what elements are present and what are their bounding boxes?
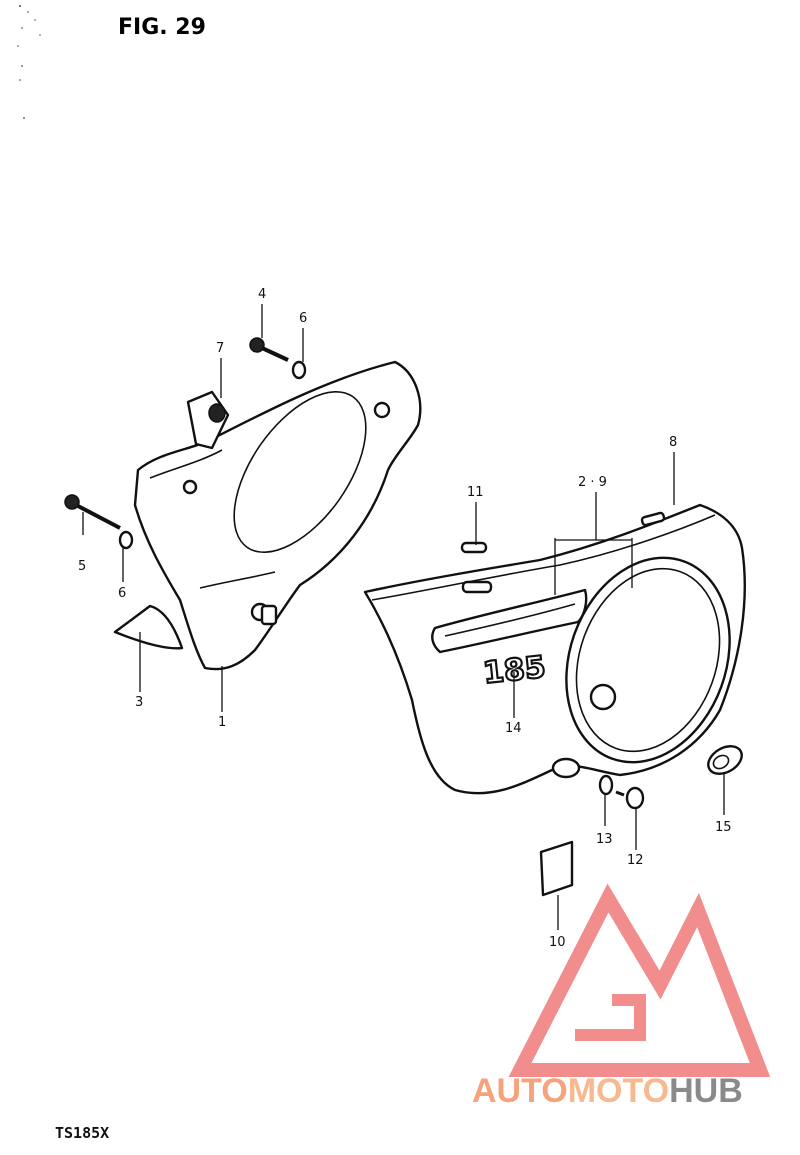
callout-10: 10 [549,935,566,950]
callout-6a: 6 [299,311,307,326]
washer-part-13 [598,774,614,796]
figure-title: FIG. 29 [118,15,206,40]
callout-11: 11 [467,485,484,500]
grommet-part-11 [460,541,488,554]
washer-part-6b [118,530,134,550]
callout-labels: 4 6 7 5 6 3 1 8 2 · 9 11 14 13 12 15 10 [78,287,732,950]
callout-15: 15 [715,820,732,835]
bolt-part-4 [249,337,289,362]
washer-part-6a [291,360,307,380]
callout-13: 13 [596,832,613,847]
callout-14: 14 [505,721,522,736]
callout-7: 7 [216,341,224,356]
bracket-part-3 [113,604,184,650]
leader-lines [82,304,725,930]
right-side-cover: 185 [363,503,746,795]
callout-4: 4 [258,287,266,302]
screw-part-12 [615,786,645,810]
scan-specks [17,5,41,119]
callout-5: 5 [78,559,86,574]
left-frame-cover [133,360,422,671]
watermark-text: AUTOMOTOHUB [472,1072,743,1110]
callout-2-9: 2 · 9 [578,475,607,490]
callout-1: 1 [218,715,226,730]
callout-3: 3 [135,695,143,710]
callout-6b: 6 [118,586,126,601]
watermark-logo-icon [508,883,771,1077]
callout-8: 8 [669,435,677,450]
nut-part-7 [186,390,230,450]
callout-12: 12 [627,853,644,868]
watermark-logo [508,883,771,1077]
model-code: TS185X [55,1124,109,1142]
emblem-part-15 [707,745,743,775]
label-part-10 [539,840,574,897]
bolt-part-5 [64,494,121,530]
